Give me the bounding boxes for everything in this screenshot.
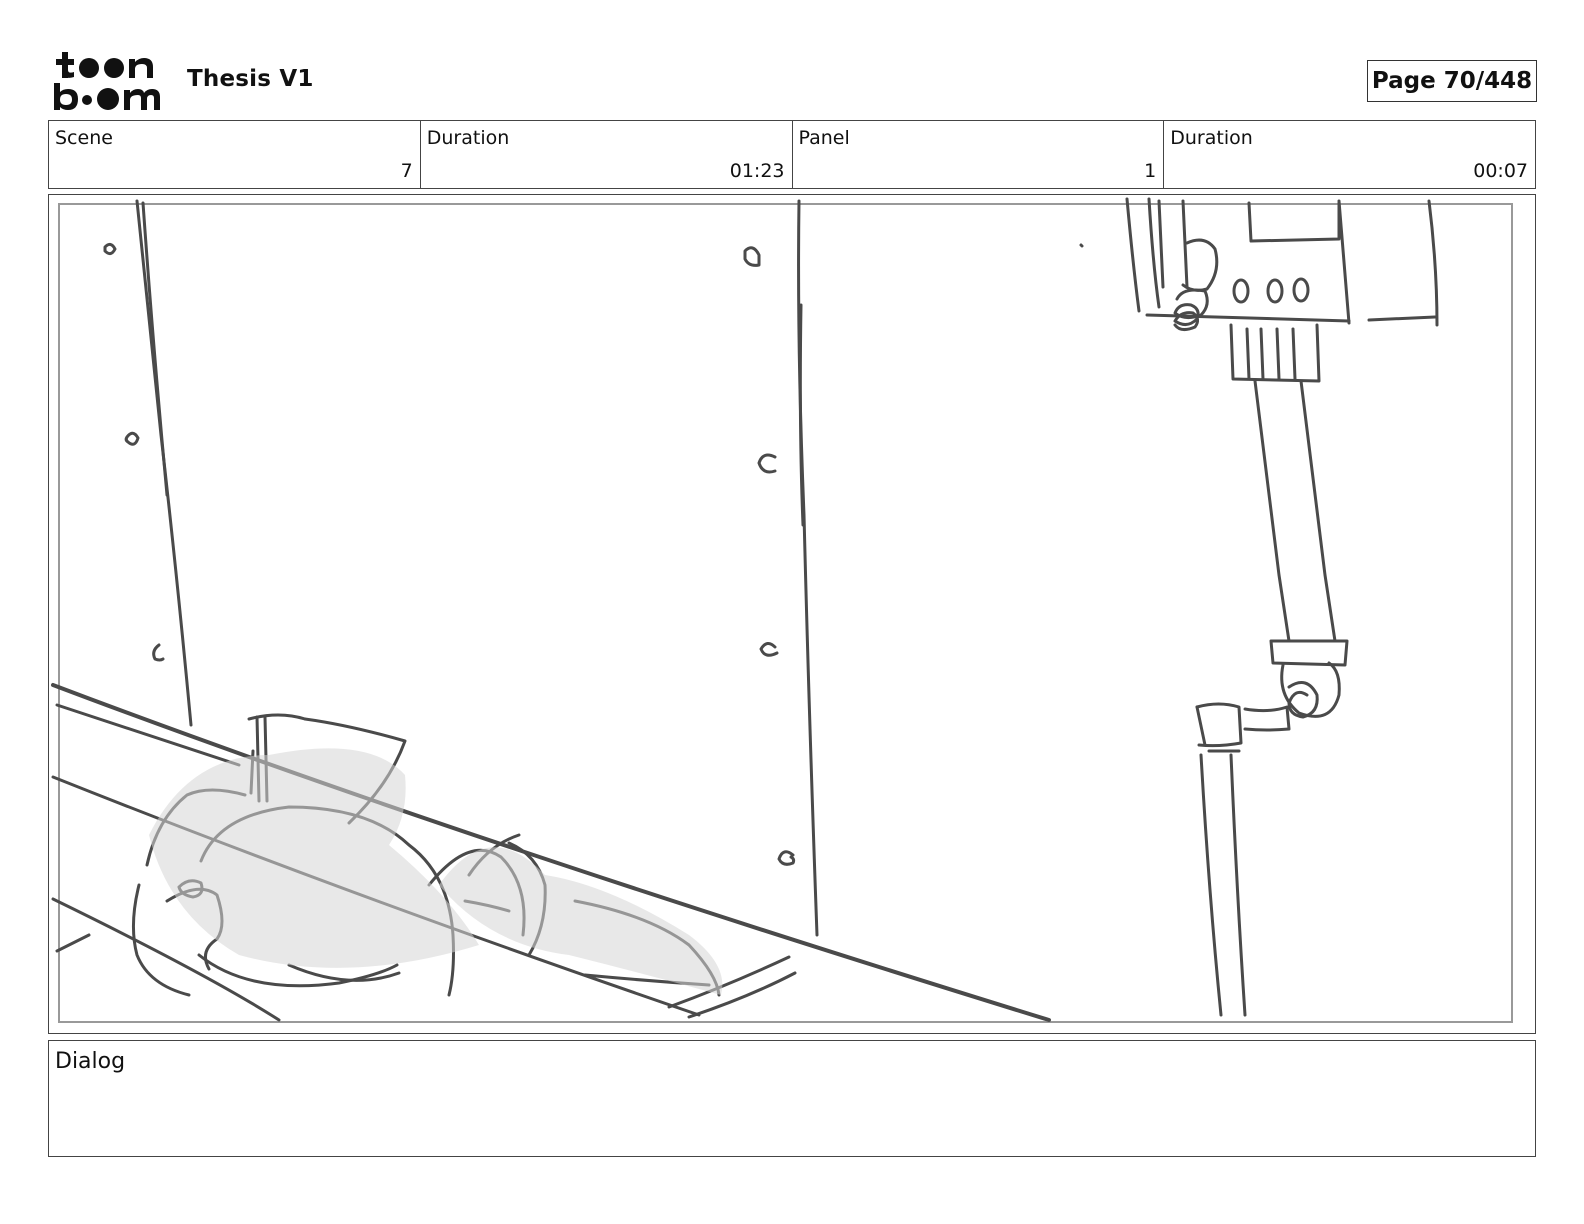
page-number: 70/448 <box>1443 68 1533 94</box>
panel-duration-label: Duration <box>1170 127 1253 149</box>
scene-duration-cell: Duration 01:23 <box>421 121 793 188</box>
page-label: Page <box>1371 68 1436 94</box>
scene-duration-value: 01:23 <box>729 160 785 182</box>
panel-sketch <box>51 197 1513 1023</box>
panel-cell: Panel 1 <box>793 121 1165 188</box>
scene-label: Scene <box>55 127 113 149</box>
storyboard-panel <box>48 194 1536 1034</box>
toon-boom-logo <box>54 52 160 110</box>
page-indicator: Page 70/448 <box>1367 60 1537 102</box>
panel-label: Panel <box>798 127 850 149</box>
scene-duration-label: Duration <box>426 127 510 149</box>
dialog-box: Dialog <box>48 1040 1536 1157</box>
panel-value: 1 <box>1144 160 1157 182</box>
scene-value: 7 <box>400 160 413 182</box>
scene-cell: Scene 7 <box>49 121 421 188</box>
panel-info-row: Scene 7 Duration 01:23 Panel 1 Duration … <box>48 120 1536 189</box>
dialog-label: Dialog <box>55 1049 126 1074</box>
panel-duration-value: 00:07 <box>1473 160 1528 182</box>
panel-duration-cell: Duration 00:07 <box>1164 121 1535 188</box>
project-title: Thesis V1 <box>187 66 314 92</box>
